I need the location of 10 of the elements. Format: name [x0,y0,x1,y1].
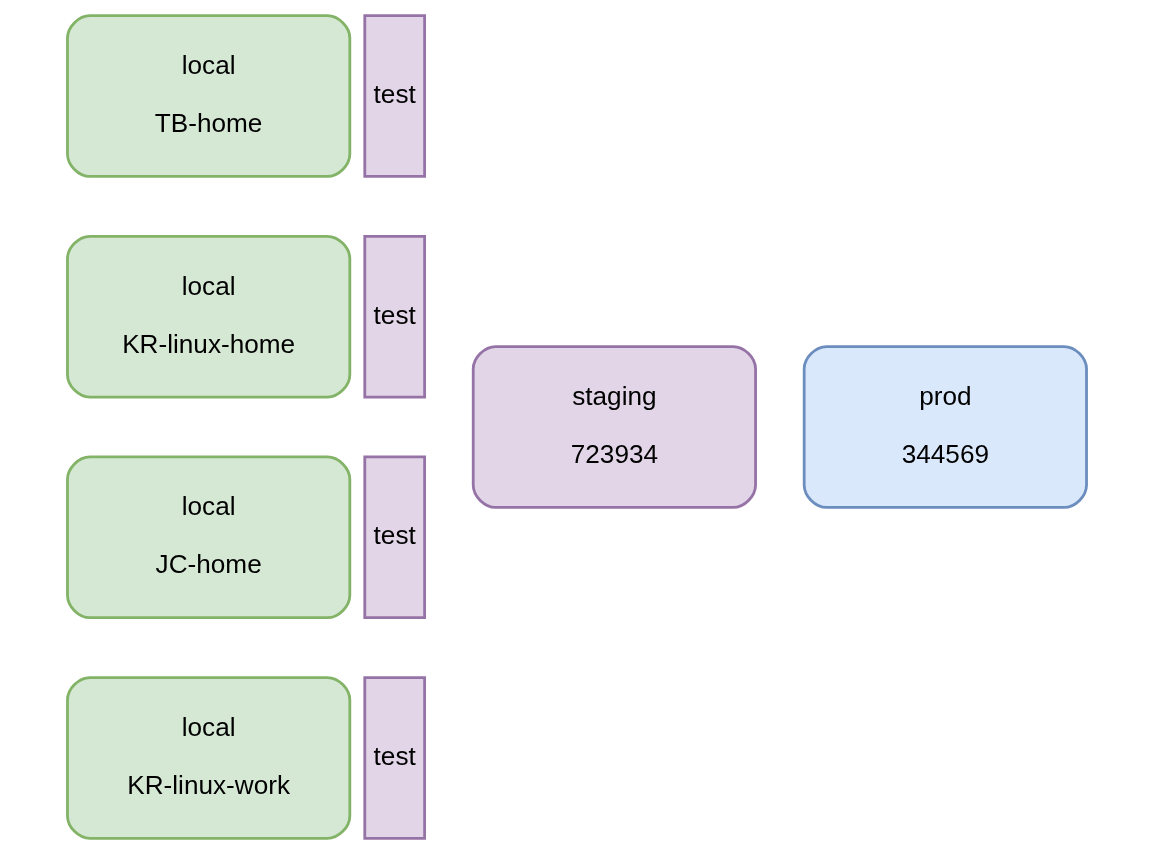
node-box: local TB-home [65,14,351,178]
node-box: staging 723934 [471,345,757,509]
node-box: test [362,234,426,399]
node-box: test [362,676,426,840]
node-box: test [362,455,426,620]
node-box: local KR-linux-home [65,234,351,399]
node-box: local KR-linux-work [65,676,351,840]
node-box: local JC-home [65,455,351,620]
node-box: test [362,14,426,178]
node-box: prod 344569 [802,345,1088,509]
